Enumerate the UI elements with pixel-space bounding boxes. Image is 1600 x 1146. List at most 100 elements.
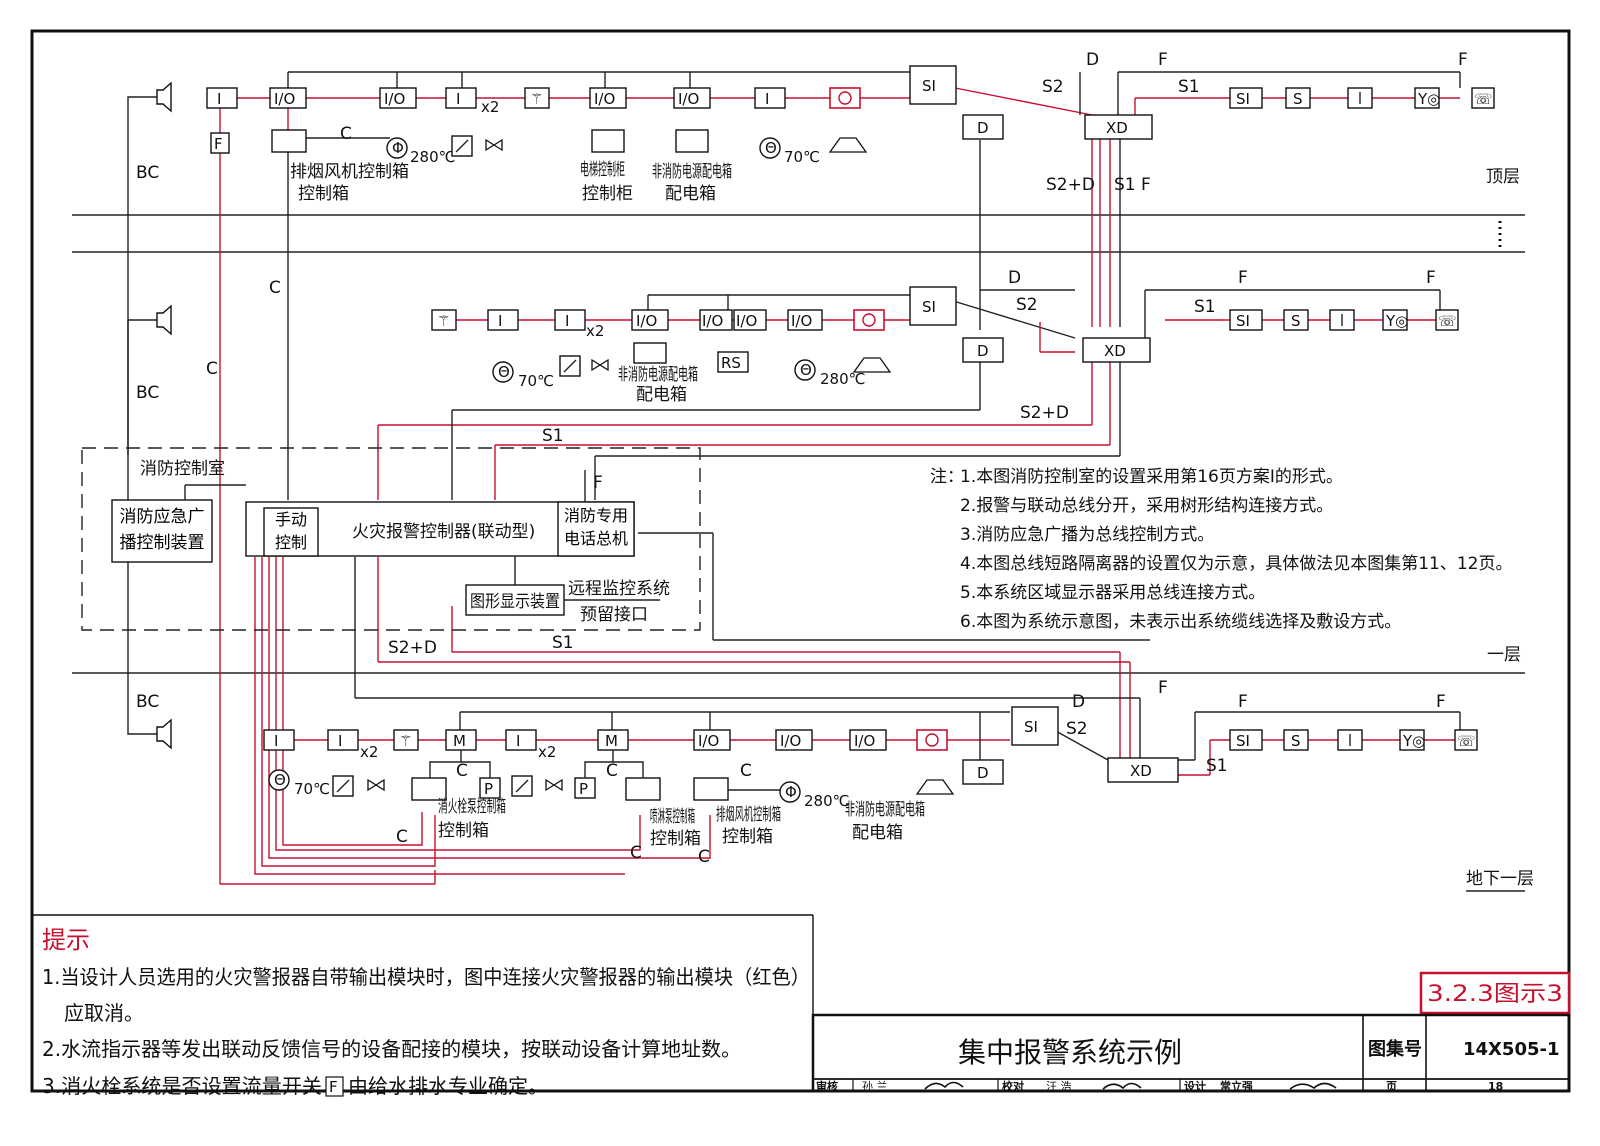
bc-label-top: BC: [136, 163, 159, 183]
checker-name: 汪 浩: [1046, 1080, 1072, 1093]
m-label: M: [453, 732, 466, 750]
isolator-label: SI: [922, 77, 936, 95]
checker-signature: [1102, 1082, 1142, 1090]
nonfire-power-basement-2: 配电箱: [852, 823, 903, 843]
svg-text:I/O: I/O: [791, 312, 812, 330]
s1f-label: S1 F: [1114, 175, 1151, 195]
svg-text:280℃: 280℃: [820, 370, 865, 388]
check-label: 校对: [1002, 1079, 1024, 1093]
svg-text:F: F: [1238, 268, 1248, 288]
svg-text:F: F: [1158, 678, 1168, 698]
svg-text:Φ: Φ: [785, 783, 797, 801]
tip-3: 3.消火栓系统是否设置流量开关: [42, 1074, 322, 1098]
note-1: 1.本图消防控制室的设置采用第16页方案Ⅰ的形式。: [960, 467, 1343, 487]
s2d-label: S2+D: [1046, 175, 1095, 195]
svg-text:70℃: 70℃: [518, 372, 554, 390]
svg-text:I: I: [516, 732, 520, 750]
svg-text:⚚: ⚚: [437, 312, 450, 330]
svg-text:C: C: [698, 847, 710, 867]
f-label: F: [1158, 50, 1168, 70]
svg-text:M: M: [605, 732, 618, 750]
svg-text:F: F: [1436, 692, 1446, 712]
svg-text:I/O: I/O: [636, 312, 657, 330]
svg-text:SI: SI: [1236, 732, 1250, 750]
graphic-display-label: 图形显示装置: [470, 592, 560, 612]
svg-text:S2: S2: [1016, 295, 1038, 315]
input-module-label: I: [217, 90, 221, 108]
floor-label-top: 顶层: [1486, 167, 1520, 187]
elevator-cabinet-label: 电梯控制柜: [580, 160, 625, 180]
reserved-port-label: 预留接口: [580, 605, 648, 625]
d-box-label: D: [977, 119, 989, 137]
svg-text:I: I: [338, 732, 342, 750]
io-module-label: I/O: [274, 90, 295, 108]
tip-1-cont: 应取消。: [64, 1001, 144, 1025]
manual-panel-label: 手动控制盘: [274, 510, 307, 552]
s-label: S: [1293, 90, 1303, 108]
svg-text:☏: ☏: [1457, 732, 1476, 750]
svg-text:SI: SI: [1236, 312, 1250, 330]
svg-text:70℃: 70℃: [294, 780, 330, 798]
io-module-label: I/O: [678, 90, 699, 108]
svg-text:S2+D: S2+D: [1020, 403, 1069, 423]
note-3: 3.消防应急广播为总线控制方式。: [960, 525, 1214, 545]
svg-text:S1: S1: [552, 633, 574, 653]
tips-title: 提示: [42, 926, 90, 954]
sprinkler-pump-box-label: 喷淋泵控制箱: [650, 807, 695, 827]
svg-text:D: D: [977, 764, 989, 782]
speaker-icons: [156, 81, 172, 750]
svg-text:S1: S1: [1194, 297, 1216, 317]
input-module-label: I: [765, 90, 769, 108]
note-4: 4.本图总线短路隔离器的设置仅为示意，具体做法见本图集第11、12页。: [960, 554, 1512, 574]
svg-text:S1: S1: [1206, 756, 1228, 776]
svg-text:280℃: 280℃: [804, 792, 849, 810]
svg-text:C: C: [606, 761, 618, 781]
title-block: 集中报警系统示例 图集号 14X505-1 审核 孙 兰 校对 汪 浩 设计 常…: [811, 1013, 1571, 1093]
nonfire-power-box-basement: 非消防电源配电箱: [845, 800, 925, 820]
nonfire-power-label-2: 配电箱: [665, 184, 716, 204]
figure-tag-box: [1419, 971, 1571, 1015]
x2-label: x2: [481, 98, 499, 116]
control-room-title: 消防控制室: [140, 459, 225, 479]
page-number: 18: [1488, 1080, 1503, 1093]
s2-label: S2: [1042, 77, 1064, 97]
reviewer-name: 孙 兰: [862, 1080, 888, 1093]
phone-host-label: 消防专用电话总机: [563, 506, 628, 548]
svg-text:x2: x2: [586, 322, 604, 340]
tip-3-tail: 由给水排水专业确定。: [348, 1074, 548, 1098]
c-label: C: [206, 359, 218, 379]
smoke-fan-box-label-top: 排烟风机控制箱: [290, 162, 409, 182]
svg-text:Y◎: Y◎: [1385, 312, 1408, 330]
svg-text:XD: XD: [1130, 762, 1152, 780]
svg-text:F: F: [593, 473, 603, 493]
review-label: 审核: [816, 1079, 838, 1093]
designer-name: 常立强: [1220, 1079, 1253, 1093]
basement-devices: I Θ 70℃ I x2 ⚚ M P C 消火栓泵控制箱 C I x2 M P …: [263, 678, 1478, 867]
svg-text:⚚: ⚚: [399, 732, 412, 750]
svg-text:C: C: [456, 761, 468, 781]
isolator-label: SI: [1236, 90, 1250, 108]
svg-text:S: S: [1291, 732, 1301, 750]
atlas-number: 14X505-1: [1463, 1039, 1560, 1060]
input-module-label: I: [456, 90, 460, 108]
broadcast-device-label: 消防应急广播控制装置: [119, 507, 205, 553]
flow-switch-label: F: [214, 135, 223, 153]
zone-display-label: XD: [1106, 119, 1128, 137]
fire-damper-label: Φ: [392, 139, 404, 157]
designer-signature: [1289, 1082, 1337, 1090]
tip-1: 1.当设计人员选用的火灾警报器自带输出模块时，图中连接火灾警报器的输出模块（红色…: [42, 965, 810, 989]
temp-280-label: 280℃: [410, 148, 455, 166]
svg-text:⚚: ⚚: [530, 90, 543, 108]
c-label: C: [269, 278, 281, 298]
tip-3-flow-switch-box: F: [329, 1078, 338, 1096]
svg-text:I/O: I/O: [780, 732, 801, 750]
svg-text:D: D: [1072, 692, 1085, 712]
svg-text:I/O: I/O: [698, 732, 719, 750]
notes: 注： 1.本图消防控制室的设置采用第16页方案Ⅰ的形式。 2.报警与联动总线分开…: [930, 467, 1512, 632]
svg-text:D: D: [977, 342, 989, 360]
svg-text:☏: ☏: [1474, 90, 1493, 108]
c-label: C: [340, 124, 352, 144]
atlas-label: 图集号: [1368, 1038, 1422, 1060]
svg-text:C: C: [630, 843, 642, 863]
sprinkler-pump-box-label-2: 控制箱: [650, 829, 701, 849]
